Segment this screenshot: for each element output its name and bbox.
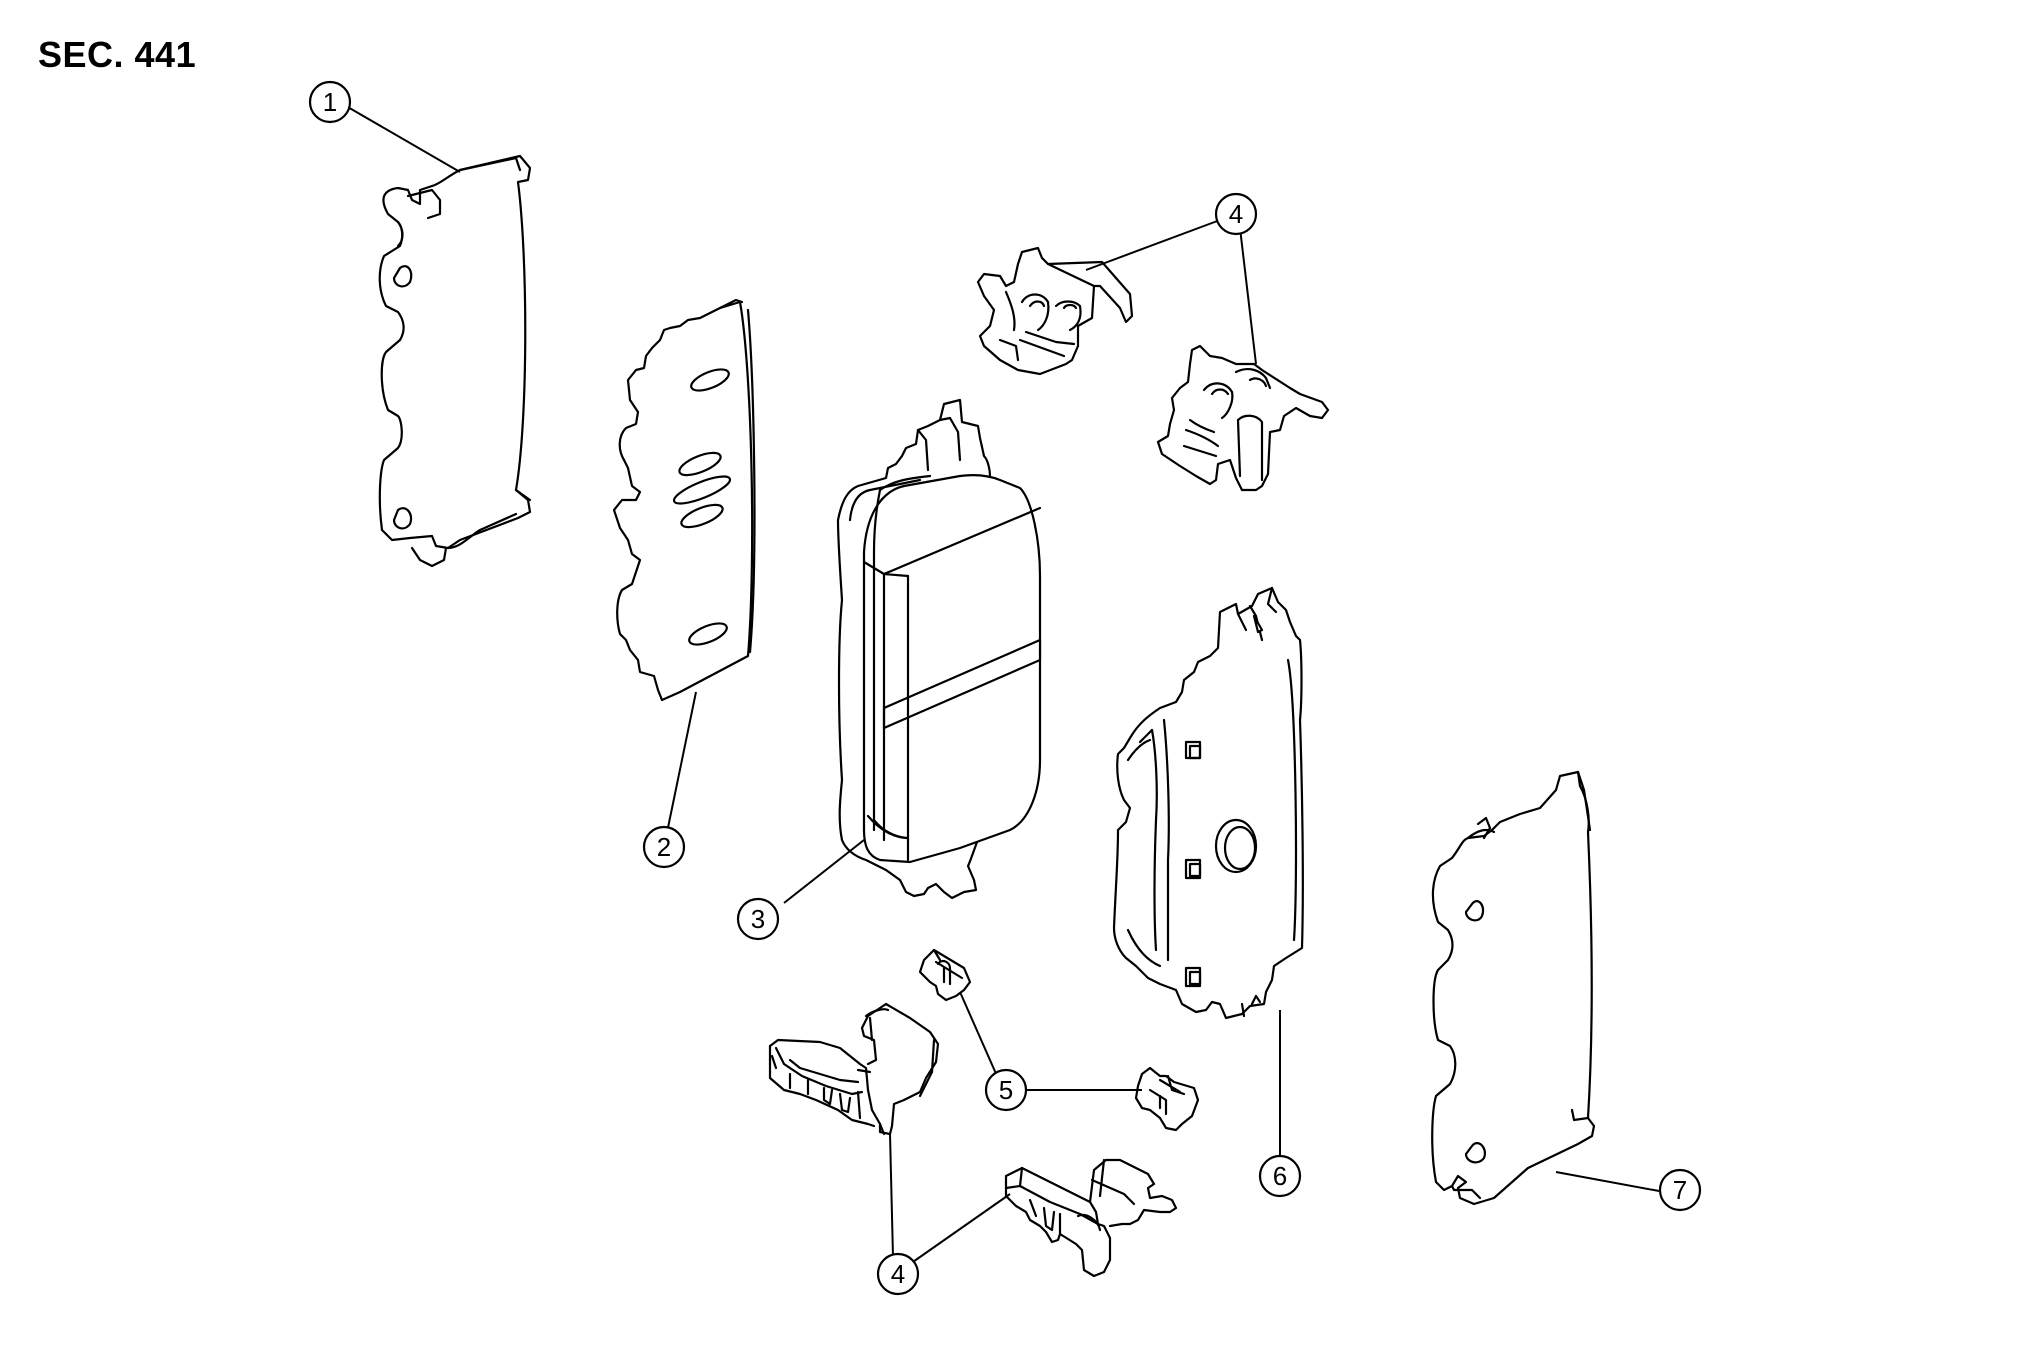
section-title: SEC. 441 <box>38 34 197 75</box>
part-4-clip-top-left <box>976 246 1134 376</box>
part-5-clip-a <box>918 948 972 1002</box>
callout-4-top-label: 4 <box>1229 199 1243 229</box>
callout-6-label: 6 <box>1273 1161 1287 1191</box>
leader-4a-1 <box>1085 219 1221 271</box>
callout-3-label: 3 <box>751 904 765 934</box>
callout-1-label: 1 <box>323 87 337 117</box>
callout-5-label: 5 <box>999 1075 1013 1105</box>
leader-4b-1 <box>889 1133 894 1258</box>
leader-4b-2 <box>909 1193 1011 1265</box>
part-2-inner-shim <box>612 298 756 702</box>
part-3-brake-pad <box>836 398 1042 900</box>
part-6-inner-pad <box>1112 586 1304 1020</box>
callout-2-label: 2 <box>657 832 671 862</box>
callout-4-bottom-label: 4 <box>891 1259 905 1289</box>
leader-7 <box>1555 1171 1660 1192</box>
callout-3: 3 <box>736 897 780 941</box>
leader-4a-2 <box>1239 227 1257 365</box>
leader-2 <box>663 691 697 848</box>
callout-7-label: 7 <box>1673 1175 1687 1205</box>
part-7-shim <box>1431 770 1596 1206</box>
leader-lines <box>345 105 1660 1265</box>
callout-4-bottom: 4 <box>876 1252 920 1296</box>
callout-6: 6 <box>1258 1154 1302 1198</box>
leader-3 <box>783 839 865 904</box>
part-4-clip-bottom-left <box>768 1002 940 1136</box>
leader-1 <box>345 105 461 173</box>
part-4-clip-top-right <box>1156 344 1330 492</box>
part-4-clip-bottom-right <box>1004 1158 1178 1278</box>
leader-5-1 <box>959 991 1002 1086</box>
part-5-clip-b <box>1134 1066 1200 1132</box>
part-1-shim <box>378 154 532 568</box>
callout-7: 7 <box>1658 1168 1702 1212</box>
callout-2: 2 <box>642 825 686 869</box>
callout-4-top: 4 <box>1214 192 1258 236</box>
callout-5: 5 <box>984 1068 1028 1112</box>
callout-1: 1 <box>308 80 352 124</box>
